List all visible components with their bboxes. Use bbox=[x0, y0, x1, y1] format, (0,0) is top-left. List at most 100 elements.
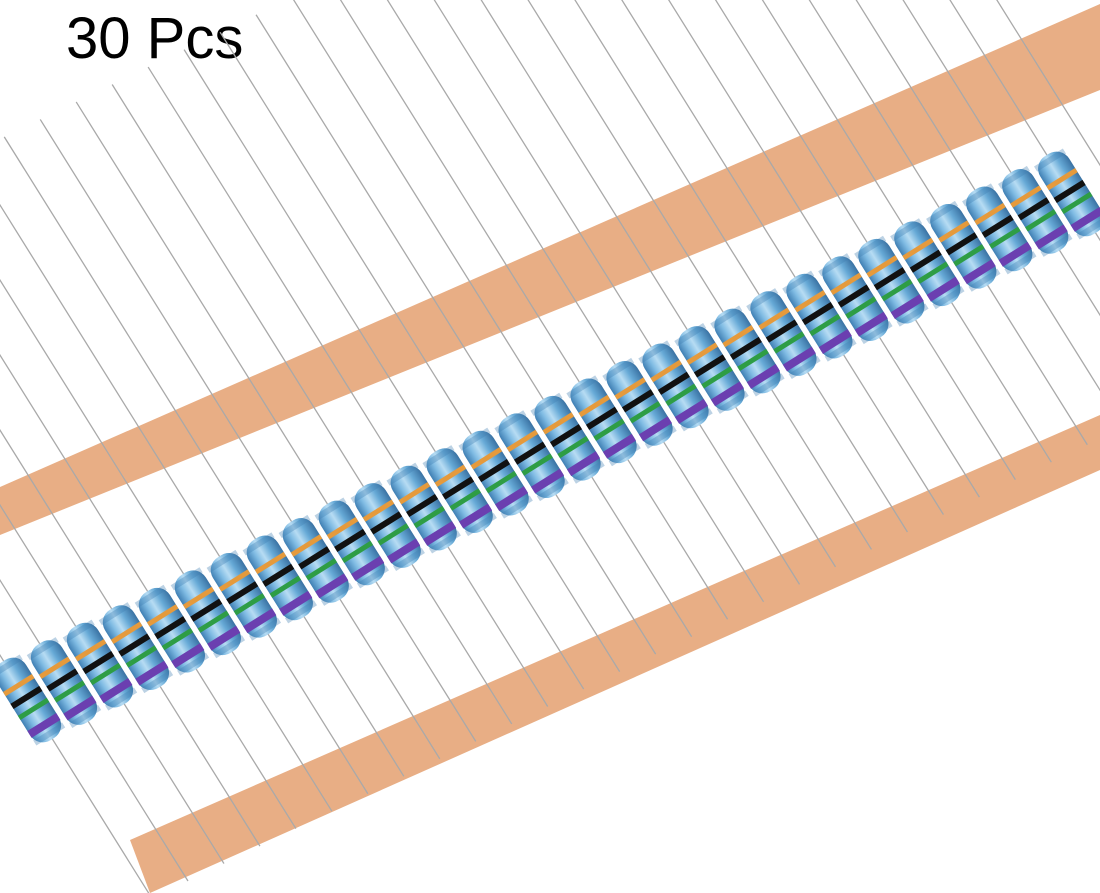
resistor-band-green bbox=[917, 261, 949, 284]
resistor-band-purple bbox=[602, 433, 637, 459]
resistor-band-orange bbox=[362, 499, 395, 522]
resistor-band-green bbox=[701, 366, 733, 389]
resistor-band-black bbox=[298, 546, 331, 570]
resistor-band-black bbox=[621, 389, 654, 413]
lead-wire bbox=[0, 203, 369, 795]
resistor-band-orange bbox=[110, 621, 143, 644]
lead-wire bbox=[621, 0, 944, 515]
resistor bbox=[782, 270, 857, 362]
resistor-band-black bbox=[1053, 179, 1086, 203]
resistor-band-purple bbox=[315, 573, 349, 599]
resistor-band-black bbox=[873, 267, 906, 291]
resistor-band-green bbox=[881, 278, 913, 302]
resistor-band-black bbox=[10, 685, 43, 710]
resistor-band-black bbox=[981, 214, 1014, 238]
resistor bbox=[746, 288, 821, 380]
lead-wire bbox=[39, 119, 441, 760]
lead-wire bbox=[255, 14, 657, 655]
resistor-band-orange bbox=[218, 569, 251, 592]
resistor-band-green bbox=[269, 575, 302, 598]
resistor-band-green bbox=[341, 540, 374, 563]
lead-wire bbox=[386, 0, 765, 603]
lead-wire bbox=[219, 31, 621, 672]
resistor-band-black bbox=[82, 651, 115, 675]
resistor bbox=[458, 427, 533, 519]
resistor-band-purple bbox=[279, 590, 313, 616]
resistor-band-black bbox=[693, 354, 726, 378]
lead-wire bbox=[902, 0, 1100, 317]
resistor-band-purple bbox=[854, 311, 888, 337]
product-count-label: 30 Pcs bbox=[66, 6, 244, 71]
resistor-band-orange bbox=[470, 447, 503, 470]
resistor-band-green bbox=[557, 436, 589, 459]
lead-wire bbox=[667, 0, 980, 498]
resistor-band-purple bbox=[674, 398, 708, 424]
resistor-band-black bbox=[478, 459, 511, 483]
resistor-band-purple bbox=[63, 695, 97, 721]
resistor-band-black bbox=[370, 511, 403, 535]
resistor-band-purple bbox=[99, 678, 133, 703]
lead-wire bbox=[949, 0, 1100, 242]
resistor-band-orange bbox=[866, 255, 898, 278]
resistor-band-orange bbox=[290, 534, 323, 557]
resistor bbox=[98, 602, 174, 694]
resistor-band-purple bbox=[27, 713, 61, 738]
resistor-band-purple bbox=[566, 451, 601, 477]
resistor-band-purple bbox=[387, 538, 421, 564]
resistor-band-orange bbox=[1010, 185, 1042, 208]
lead-wire bbox=[527, 0, 873, 550]
resistor-band-orange bbox=[506, 429, 539, 452]
resistor-band-black bbox=[334, 528, 367, 552]
resistor-band-purple bbox=[423, 521, 457, 546]
resistor-band-black bbox=[585, 406, 618, 430]
resistor bbox=[494, 410, 569, 502]
lead-wire bbox=[433, 0, 801, 585]
resistor-band-green bbox=[845, 296, 877, 319]
resistor-band-purple bbox=[243, 608, 277, 634]
resistor-band-green bbox=[953, 244, 985, 267]
resistor-band-black bbox=[118, 633, 151, 657]
resistor bbox=[890, 218, 965, 310]
resistor bbox=[26, 637, 102, 729]
resistor-band-black bbox=[262, 563, 295, 587]
resistor-band-purple bbox=[746, 364, 780, 389]
resistor-band-green bbox=[161, 627, 194, 651]
resistor-band-orange bbox=[578, 394, 611, 418]
resistor bbox=[314, 497, 389, 589]
resistor-band-purple bbox=[459, 503, 493, 529]
tape-strip-top bbox=[0, 4, 1100, 535]
resistor-band-black bbox=[657, 371, 690, 395]
resistor-band-orange bbox=[182, 586, 215, 610]
lead-wire bbox=[0, 653, 150, 893]
lead-wire bbox=[0, 503, 225, 864]
resistor-band-purple bbox=[1034, 224, 1068, 250]
resistor-band-orange bbox=[794, 290, 826, 313]
resistor-band-orange bbox=[902, 237, 934, 261]
resistor bbox=[566, 375, 641, 467]
resistor-band-black bbox=[550, 424, 583, 448]
lead-wire bbox=[761, 0, 1052, 463]
resistor-row bbox=[0, 148, 1100, 746]
resistor-band-green bbox=[809, 313, 841, 337]
lead-wire bbox=[574, 0, 908, 533]
resistor-band-purple bbox=[135, 660, 169, 686]
lead-wire bbox=[111, 84, 513, 725]
lead-wire bbox=[292, 0, 693, 638]
resistor-band-green bbox=[629, 401, 661, 424]
resistor bbox=[530, 392, 605, 484]
resistor-band-purple bbox=[890, 294, 924, 320]
resistor-band-purple bbox=[710, 381, 744, 407]
lead-wire bbox=[808, 0, 1088, 446]
resistor-band-orange bbox=[434, 464, 467, 487]
resistor bbox=[710, 305, 785, 397]
resistor-band-green bbox=[17, 697, 50, 721]
resistor-band-green bbox=[521, 453, 553, 476]
resistor bbox=[1034, 148, 1100, 240]
resistor-band-black bbox=[514, 441, 547, 465]
resistor-band-purple bbox=[1070, 207, 1100, 232]
resistor-band-purple bbox=[818, 329, 852, 354]
resistor bbox=[998, 165, 1073, 257]
resistor-band-orange bbox=[74, 639, 107, 662]
